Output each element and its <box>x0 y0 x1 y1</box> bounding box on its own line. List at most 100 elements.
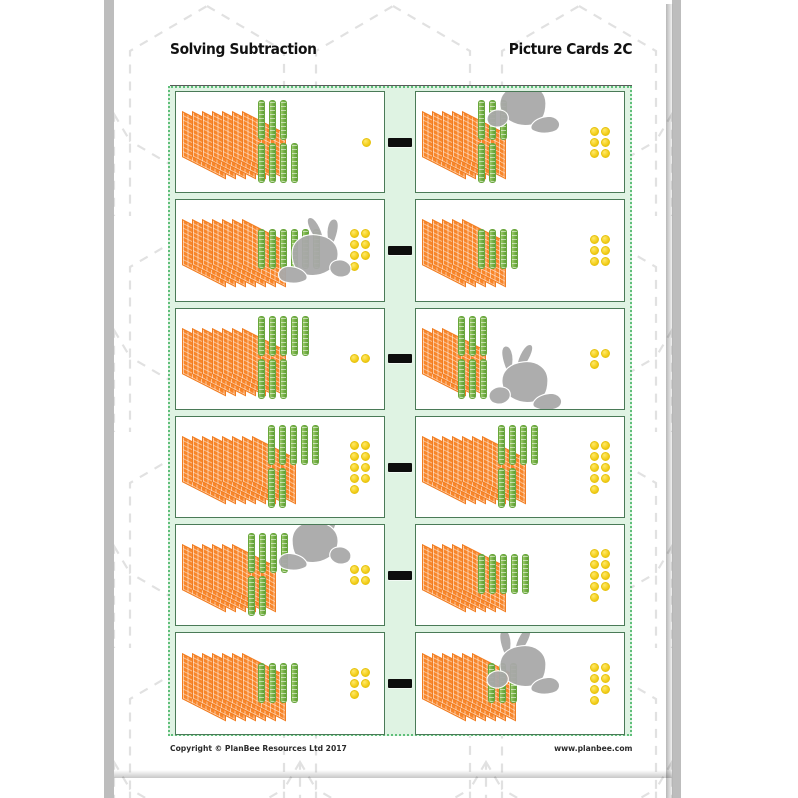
ones-cube <box>590 695 599 705</box>
tens-rod <box>478 229 485 270</box>
tens-rod <box>280 662 287 703</box>
tens-rod <box>478 142 485 183</box>
page-subtitle: Picture Cards 2C <box>508 40 633 58</box>
hundreds-group <box>422 317 486 401</box>
page-title: Solving Subtraction <box>170 40 317 58</box>
header-divider <box>170 85 632 86</box>
tens-group <box>498 424 562 510</box>
copyright-text: Copyright © PlanBee Resources Ltd 2017 <box>170 744 347 753</box>
tens-rod <box>258 99 265 140</box>
picture-card-minuend[interactable] <box>175 307 385 410</box>
ones-cube <box>350 451 359 461</box>
tens-rod <box>291 316 298 357</box>
picture-card-minuend[interactable] <box>175 415 385 519</box>
tens-rod <box>291 662 298 703</box>
tens-rod <box>280 142 287 183</box>
picture-card-minuend[interactable] <box>175 91 385 194</box>
ones-cube <box>590 473 599 483</box>
tens-rod <box>478 554 485 595</box>
ones-cube <box>601 462 610 472</box>
tens-rod <box>279 467 286 508</box>
tens-rod <box>258 229 265 270</box>
ones-group <box>590 234 616 266</box>
ones-cube <box>361 354 370 364</box>
base-ten-blocks-left <box>176 633 384 733</box>
ones-cube <box>350 576 359 586</box>
hundreds-flat <box>462 219 506 288</box>
tens-rod <box>509 467 516 508</box>
hundreds-flat <box>232 544 276 613</box>
base-ten-blocks-left <box>176 200 384 300</box>
ones-group <box>590 348 616 369</box>
hundreds-group <box>182 642 286 726</box>
tens-rod <box>279 424 286 465</box>
tens-rod <box>509 424 516 465</box>
base-ten-blocks-right <box>416 200 624 300</box>
tens-group <box>258 99 322 185</box>
tens-rod <box>258 359 265 400</box>
ones-cube <box>362 137 371 147</box>
minus-operator-icon <box>388 137 412 147</box>
ones-cube <box>590 484 599 494</box>
tens-row <box>258 142 322 183</box>
picture-card-subtrahend[interactable] <box>415 91 625 194</box>
tens-rod <box>489 142 496 183</box>
card-row <box>170 305 630 413</box>
ones-cube <box>601 245 610 255</box>
base-ten-blocks-left <box>176 417 384 517</box>
tens-rod <box>270 532 277 573</box>
ones-cube <box>601 684 610 694</box>
page-edge-band-left <box>104 0 114 798</box>
tens-row <box>258 662 322 703</box>
picture-card-subtrahend[interactable] <box>415 199 625 302</box>
picture-card-subtrahend[interactable] <box>415 307 625 410</box>
tens-rod <box>281 532 288 573</box>
website-link[interactable]: www.planbee.com <box>553 744 632 753</box>
hundreds-flat <box>242 111 286 180</box>
tens-rod <box>522 554 529 595</box>
ones-group <box>350 565 376 586</box>
ones-cube <box>350 484 359 494</box>
picture-card-minuend[interactable] <box>175 632 385 735</box>
ones-cube <box>350 473 359 483</box>
tens-rod <box>269 99 276 140</box>
hundreds-group <box>422 642 516 726</box>
hundreds-group <box>182 317 286 401</box>
picture-card-subtrahend[interactable] <box>415 632 625 735</box>
base-ten-blocks-right <box>416 417 624 517</box>
picture-card-subtrahend[interactable] <box>415 415 625 519</box>
hundreds-group <box>422 208 506 292</box>
ones-cube <box>601 559 610 569</box>
picture-card-subtrahend[interactable] <box>415 524 625 627</box>
ones-cube <box>590 137 599 147</box>
hundreds-group <box>422 533 506 617</box>
base-ten-blocks-left <box>176 525 384 625</box>
ones-cube <box>601 234 610 244</box>
ones-cube <box>590 662 599 672</box>
tens-row <box>488 662 552 703</box>
tens-rod <box>301 424 308 465</box>
tens-group <box>258 229 322 271</box>
tens-rod <box>291 229 298 270</box>
tens-group <box>258 316 322 401</box>
tens-row <box>268 467 332 508</box>
picture-card-minuend[interactable] <box>175 199 385 302</box>
tens-row <box>258 229 322 270</box>
tens-rod <box>500 229 507 270</box>
tens-rod <box>248 532 255 573</box>
tens-rod <box>269 316 276 357</box>
tens-rod <box>269 662 276 703</box>
tens-rod <box>269 142 276 183</box>
worksheet-header: Solving Subtraction Picture Cards 2C <box>170 40 633 93</box>
ones-cube <box>361 440 370 450</box>
card-row <box>170 88 630 196</box>
tens-rod <box>469 316 476 357</box>
tens-rod <box>258 316 265 357</box>
picture-card-minuend[interactable] <box>175 524 385 627</box>
ones-cube <box>350 251 359 261</box>
tens-row <box>258 359 322 400</box>
operator-cell <box>385 308 415 410</box>
ones-group <box>362 137 376 147</box>
minus-operator-icon <box>388 679 412 689</box>
